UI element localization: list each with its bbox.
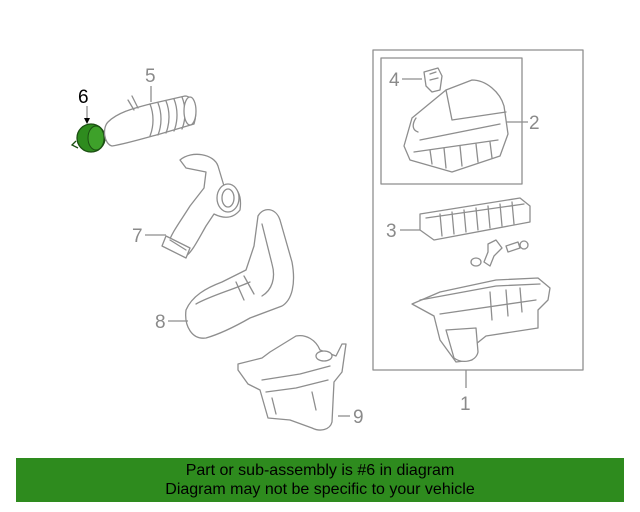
- part-3-filter[interactable]: [419, 197, 531, 241]
- callout-1: 1: [460, 394, 471, 415]
- callout-3: 3: [386, 221, 397, 242]
- part-4-sensor[interactable]: [423, 67, 443, 93]
- part-8-inlet-duct[interactable]: [185, 209, 295, 339]
- callout-4: 4: [389, 70, 400, 91]
- callout-2: 2: [529, 113, 540, 134]
- info-banner: Part or sub-assembly is #6 in diagram Di…: [16, 458, 624, 502]
- banner-line-1: Part or sub-assembly is #6 in diagram: [185, 462, 455, 479]
- leader-lines: [84, 78, 528, 417]
- callout-5: 5: [145, 66, 156, 87]
- air-cleaner-assembly-box: [372, 49, 584, 371]
- callout-8: 8: [155, 312, 166, 333]
- hardware-bolts-clip[interactable]: [470, 239, 529, 267]
- part-2-upper-case[interactable]: [403, 79, 509, 173]
- callout-9: 9: [353, 407, 364, 428]
- part-5-intake-hose[interactable]: [103, 95, 197, 147]
- part-1-lower-case[interactable]: [411, 277, 551, 363]
- part-9-bracket[interactable]: [237, 334, 347, 431]
- part-6-clamp[interactable]: [70, 123, 106, 153]
- banner-line-2: Diagram may not be specific to your vehi…: [165, 481, 475, 498]
- callout-7: 7: [132, 226, 143, 247]
- callout-6: 6: [78, 87, 89, 108]
- part-7-duct[interactable]: [161, 153, 242, 259]
- upper-case-sub-box: [380, 57, 523, 185]
